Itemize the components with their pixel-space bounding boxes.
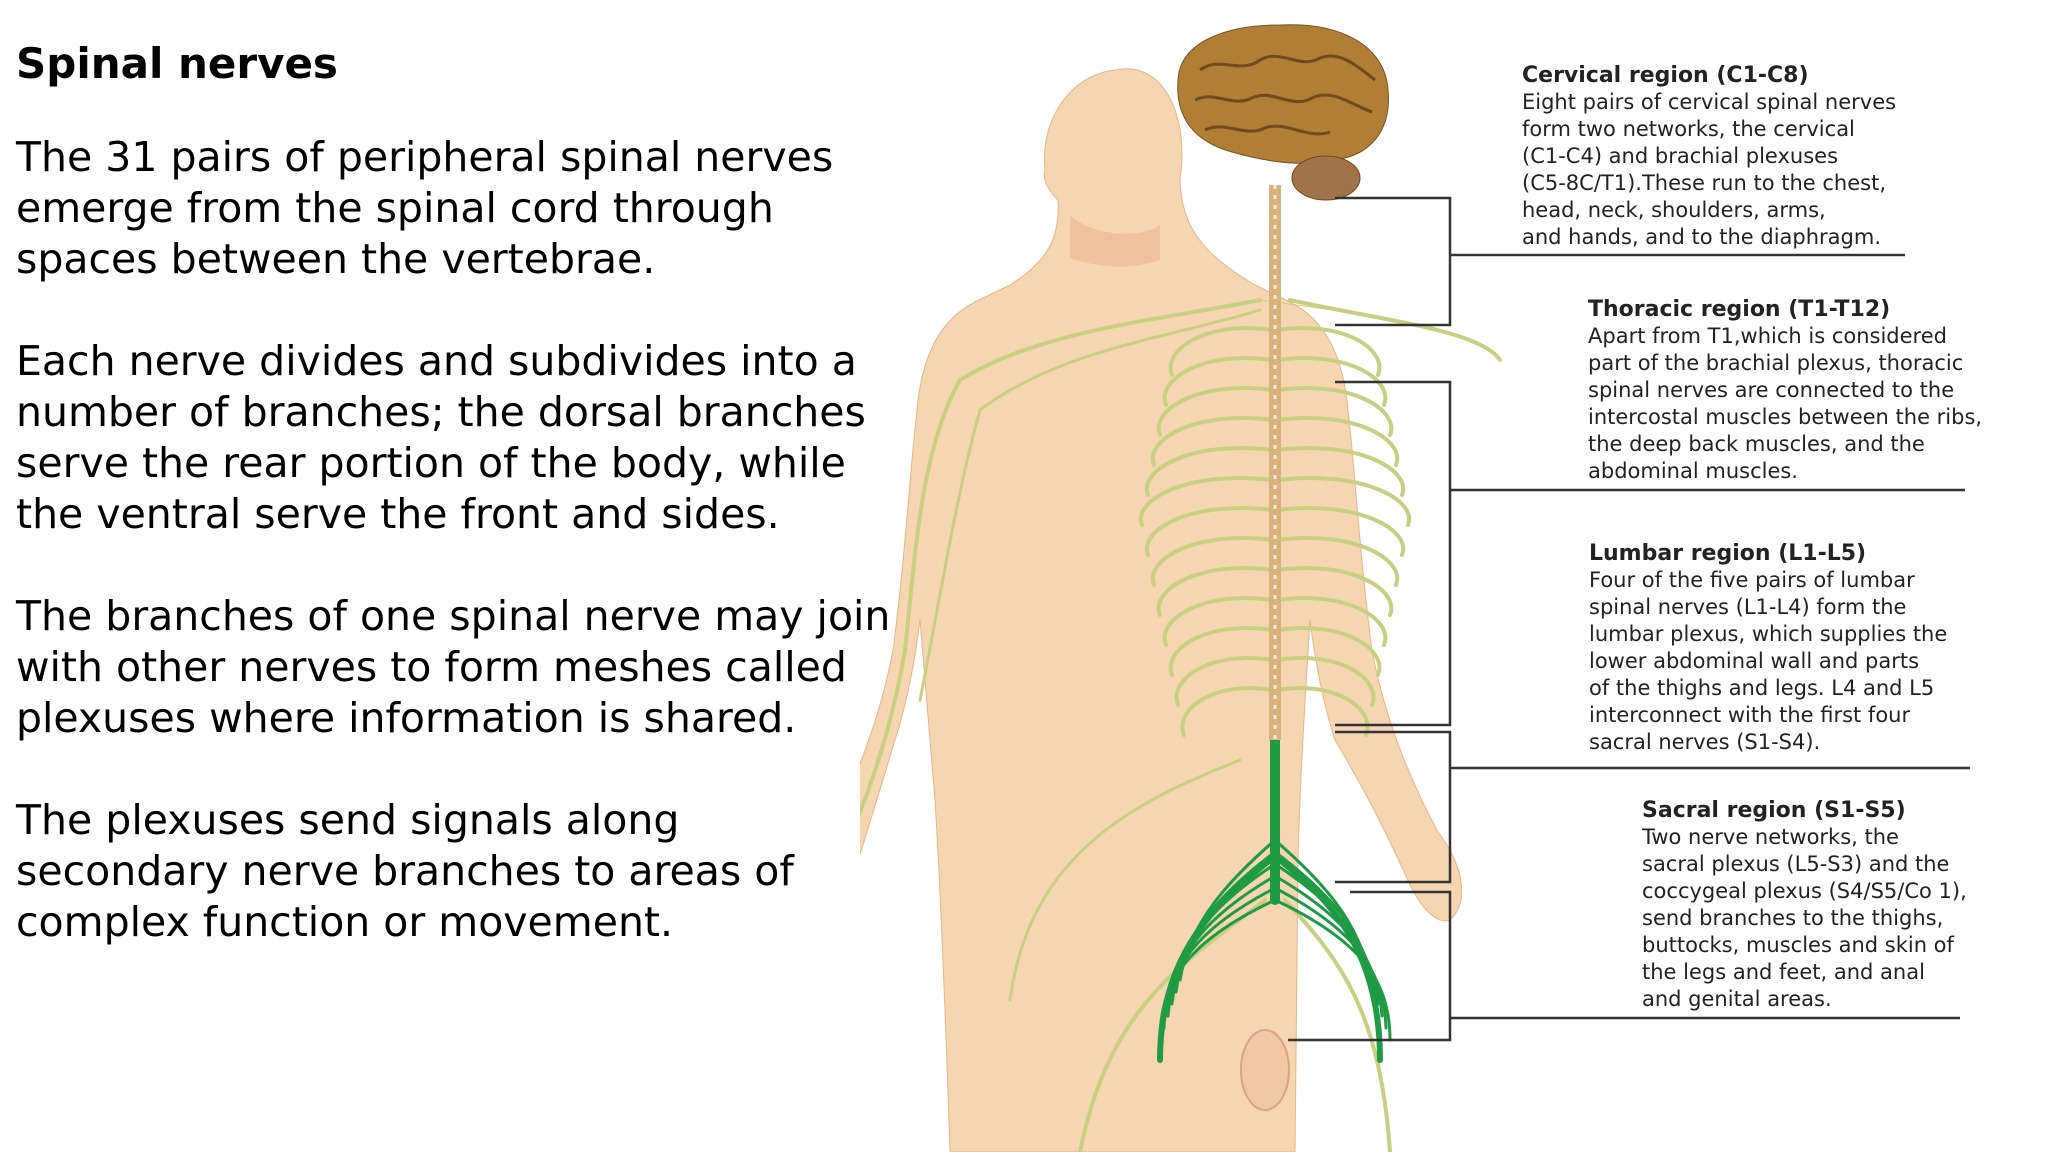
hip-nerve-left — [1008, 758, 1242, 1002]
text-column: Spinal nerves The 31 pairs of peripheral… — [16, 36, 896, 999]
thoracic-nerve-left — [1150, 536, 1274, 587]
plexus-branch-right — [1273, 898, 1392, 1042]
thoracic-nerve-right — [1276, 446, 1406, 497]
leg-nerve-right — [1283, 898, 1392, 1152]
brain-folds — [1194, 54, 1376, 136]
thoracic-nerve-left — [1168, 326, 1274, 377]
sacral-title: Sacral region (S1-S5) — [1642, 798, 1906, 823]
paragraph-1: The 31 pairs of peripheral spinal nerves… — [16, 133, 834, 283]
thoracic-description: Apart from T1,which is considered part o… — [1588, 324, 1983, 483]
plexus-branch-left — [1162, 886, 1277, 1030]
thoracic-nerve-right — [1276, 566, 1394, 617]
arm-nerve-left-inner — [918, 308, 1262, 702]
arm-nerve-left — [860, 298, 1262, 818]
plexus-branch-left — [1166, 874, 1277, 1018]
sacral-callout: Sacral region (S1-S5) Two nerve networks… — [1642, 797, 2046, 1013]
thoracic-nerve-right — [1276, 386, 1394, 437]
plexus-branch-left — [1158, 898, 1277, 1042]
thoracic-nerve-left — [1144, 506, 1274, 557]
sacral-leader — [1288, 890, 1960, 1042]
sacral-description: Two nerve networks, the sacral plexus (L… — [1642, 825, 1967, 1011]
paragraph-4: The plexuses send signals along secondar… — [16, 796, 794, 946]
thoracic-nerve-right — [1276, 326, 1382, 377]
thoracic-nerve-right — [1276, 356, 1388, 407]
plexus-branch-right — [1273, 862, 1380, 1006]
thoracic-nerve-left — [1144, 446, 1274, 497]
brain — [1177, 24, 1389, 201]
nervous-system-illustration: Cervical region (C1-C8) Eight pairs of c… — [860, 0, 2048, 1152]
lumbar-title: Lumbar region (L1-L5) — [1589, 541, 1867, 566]
cervical-leader — [1335, 196, 1905, 327]
body-outline — [860, 68, 1463, 1152]
thoracic-nerve-left — [1180, 686, 1274, 737]
lumbosacral-plexus — [1157, 735, 1392, 1063]
thoracic-nerve-right — [1276, 626, 1382, 677]
plexus-branch-left — [1170, 862, 1277, 1006]
thoracic-nerve-right — [1276, 596, 1388, 647]
cervical-description: Eight pairs of cervical spinal nerves fo… — [1522, 90, 1897, 249]
thoracic-nerve-right — [1276, 536, 1400, 587]
thoracic-nerve-left — [1168, 626, 1274, 677]
thoracic-nerve-right — [1276, 476, 1412, 527]
thoracic-nerve-right — [1276, 416, 1400, 467]
paragraph-3: The branches of one spinal nerve may joi… — [16, 592, 891, 742]
body-silhouette — [860, 68, 1463, 1152]
plexus-branch-right — [1273, 886, 1388, 1030]
lumbar-description: Four of the five pairs of lumbar spinal … — [1589, 568, 1948, 754]
lumbar-callout: Lumbar region (L1-L5) Four of the five p… — [1589, 540, 2044, 756]
plexus-branch-right — [1273, 874, 1384, 1018]
thoracic-title: Thoracic region (T1-T12) — [1588, 297, 1891, 322]
thoracic-nerve-left — [1138, 476, 1274, 527]
thoracic-nerve-left — [1162, 356, 1274, 407]
cervical-callout: Cervical region (C1-C8) Eight pairs of c… — [1522, 62, 2042, 251]
thoracic-nerve-right — [1276, 686, 1370, 737]
thoracic-callout: Thoracic region (T1-T12) Apart from T1,w… — [1588, 296, 2046, 485]
page-title: Spinal nerves — [16, 39, 338, 88]
thoracic-nerve-left — [1156, 386, 1274, 437]
thoracic-nerve-left — [1156, 566, 1274, 617]
thoracic-nerve-left — [1174, 656, 1274, 707]
thoracic-nerve-left — [1162, 596, 1274, 647]
cervical-title: Cervical region (C1-C8) — [1522, 63, 1809, 88]
leader-lines — [1288, 196, 1970, 1042]
cerebellum — [1291, 155, 1361, 201]
thoracic-leader — [1335, 380, 1965, 727]
cerebrum — [1177, 24, 1389, 164]
thoracic-nerve-right — [1276, 506, 1406, 557]
paragraph-2: Each nerve divides and subdivides into a… — [16, 337, 866, 538]
neck-shadow — [1070, 215, 1160, 267]
groin — [1240, 1029, 1290, 1111]
body-figure — [860, 24, 1970, 1152]
lumbar-leader — [1335, 730, 1970, 884]
thoracic-nerve-left — [1150, 416, 1274, 467]
thoracic-nerve-right — [1276, 656, 1376, 707]
nerve-network — [860, 298, 1502, 1152]
